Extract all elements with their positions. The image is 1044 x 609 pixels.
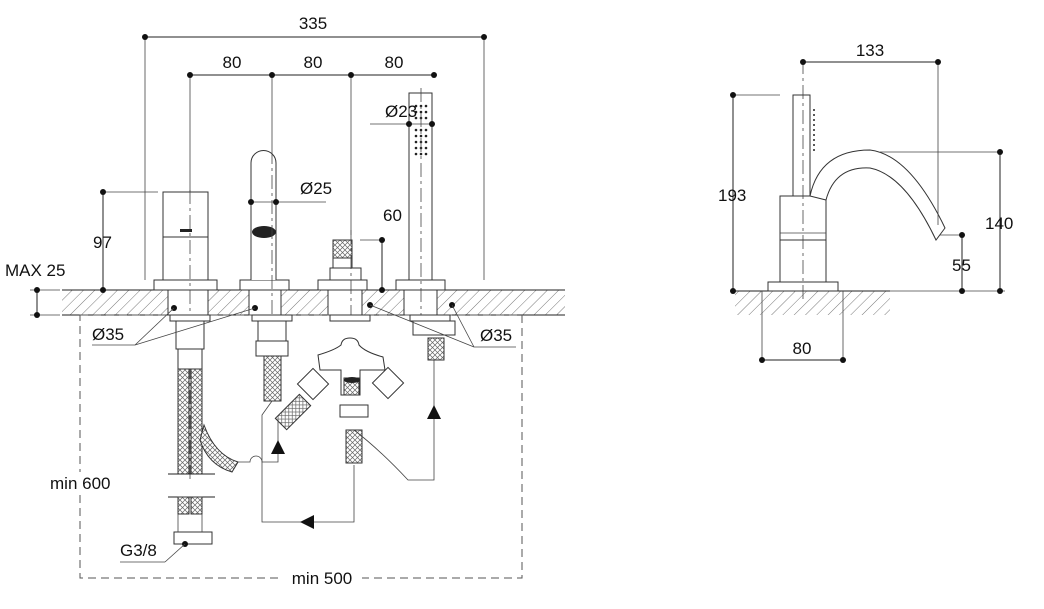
side-spout [809, 149, 946, 241]
mixer-height-label: 97 [93, 233, 112, 252]
spacing-label-1: 80 [223, 53, 242, 72]
spout-diameter-label: Ø25 [300, 179, 332, 198]
side-view: 133 193 140 55 80 [718, 41, 1013, 363]
mixer-base [153, 279, 218, 291]
diverter-base [317, 279, 368, 291]
hose-length-label: min 600 [50, 474, 110, 493]
dimension-spacing: 80 80 80 [187, 53, 437, 235]
under-deck-fittings: G3/8 [92, 302, 516, 563]
handshower-diameter-label: Ø23 [385, 102, 417, 121]
spout-base [239, 279, 290, 291]
hand-shower [408, 92, 433, 281]
shower-base [395, 279, 446, 291]
spacing-label-3: 80 [385, 53, 404, 72]
base-diameter-label: 80 [793, 339, 812, 358]
flow-arrow-up-icon [271, 440, 285, 454]
bath-spout [250, 150, 277, 280]
dimension-deck-thickness: MAX 25 [5, 261, 65, 318]
connection-label: G3/8 [120, 541, 157, 560]
dimension-spout-diameter: Ø25 [248, 179, 332, 205]
dimension-diverter-height: 60 [360, 206, 402, 293]
dimension-overall-width: 335 [142, 14, 487, 280]
diverter-height-label: 60 [383, 206, 402, 225]
front-view: 335 80 80 80 Ø23 Ø25 [5, 14, 565, 588]
total-height-label: 193 [718, 186, 746, 205]
overall-width-label: 335 [299, 14, 327, 33]
dimension-handshower-diameter: Ø23 [370, 102, 435, 127]
diverter [329, 239, 362, 281]
under-deck-width-label: min 500 [292, 569, 352, 588]
dimension-mixer-height: 97 [93, 189, 158, 293]
hole-diameter-left-label: Ø35 [92, 325, 124, 344]
spout-reach-label: 133 [856, 41, 884, 60]
under-deck-space [79, 314, 523, 579]
aerator-icon [252, 226, 276, 238]
spacing-label-2: 80 [304, 53, 323, 72]
deck-thickness-label: MAX 25 [5, 261, 65, 280]
outlet-height-label: 55 [952, 256, 971, 275]
hole-diameter-right-label: Ø35 [480, 326, 512, 345]
countertop [62, 290, 565, 315]
flow-arrow-left-icon [300, 515, 314, 529]
mixer-body [162, 191, 209, 281]
spout-height-label: 140 [985, 214, 1013, 233]
flow-arrow-up-icon [427, 405, 441, 419]
